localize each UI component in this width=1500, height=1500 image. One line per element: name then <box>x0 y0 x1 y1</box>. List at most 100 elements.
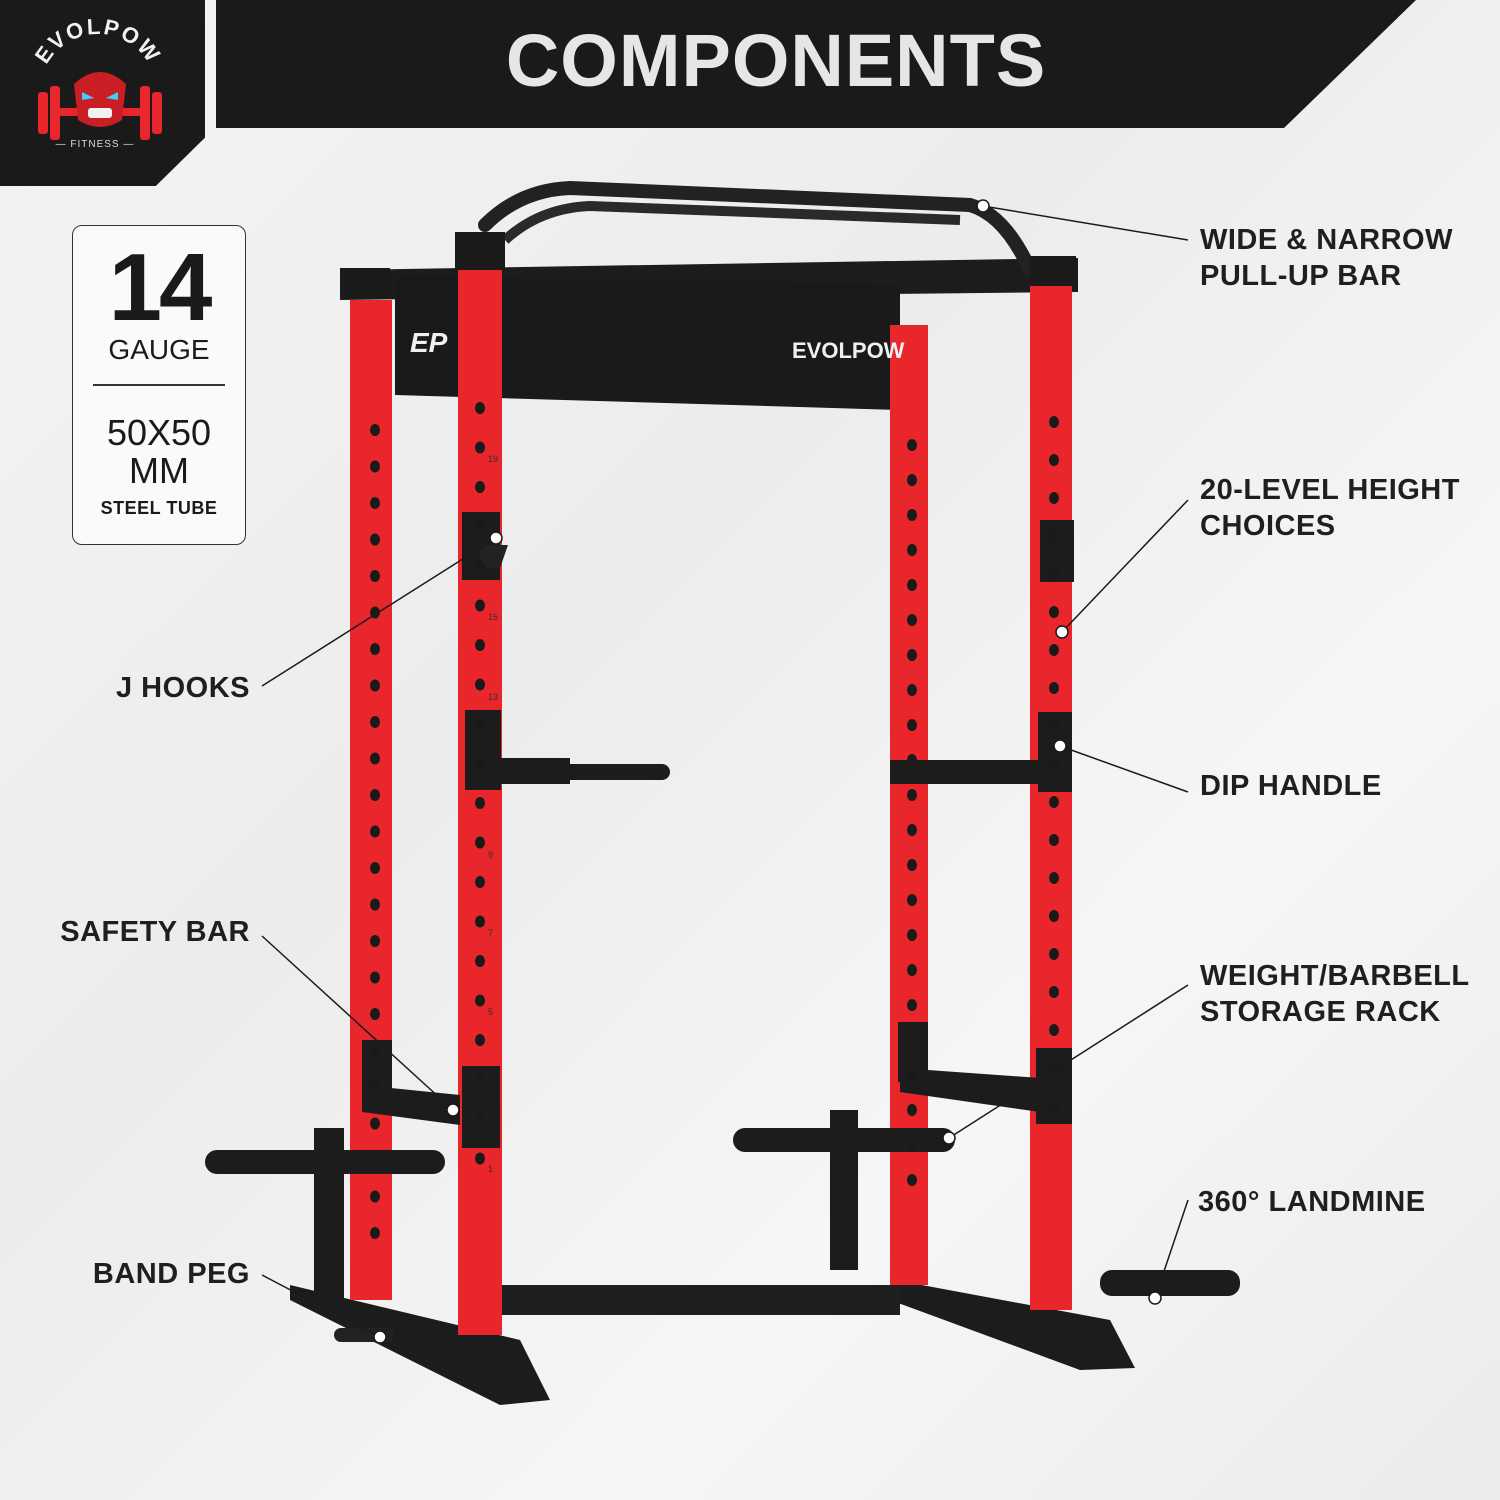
hole-number-label: 7 <box>488 928 493 938</box>
upright-hole <box>1049 758 1059 770</box>
upright-hole <box>1049 416 1059 428</box>
upright-hole <box>1049 796 1059 808</box>
upright-hole <box>1049 644 1059 656</box>
upright-hole <box>475 678 485 691</box>
barbell-plate-icon <box>38 92 48 134</box>
upright-hole <box>370 424 380 436</box>
tube-dimension: 50X50 MM <box>106 412 212 491</box>
spec-card: 14 GAUGE 50X50 MM STEEL TUBE <box>72 225 246 545</box>
upright-hole <box>475 1152 485 1165</box>
page-title: COMPONENTS <box>505 19 1047 102</box>
upright-hole <box>370 862 380 874</box>
upright-hole <box>475 876 485 888</box>
upright-hole <box>370 898 380 911</box>
upright-hole <box>370 825 380 838</box>
callout-dip-handle: DIP HANDLE <box>1200 770 1382 802</box>
upright-hole <box>370 789 380 801</box>
upright-hole <box>907 544 917 556</box>
upright-hole <box>370 935 380 947</box>
upright-hole <box>1049 948 1059 960</box>
upright-hole <box>475 797 485 809</box>
upright-hole <box>475 955 485 967</box>
header-banner <box>216 0 1416 128</box>
upright-hole <box>370 1117 380 1130</box>
upright-hole <box>475 639 485 651</box>
callout-landmine: 360° LANDMINE <box>1198 1186 1426 1218</box>
hole-number-labels: 19 15 13 9 7 5 1 <box>488 454 498 1174</box>
upright-hole <box>907 894 917 906</box>
callout-safety-bar: SAFETY BAR <box>60 916 250 948</box>
upright-hole <box>1049 568 1059 580</box>
upright-hole <box>370 1044 380 1057</box>
upright-hole <box>475 481 485 493</box>
spec-divider <box>93 384 225 386</box>
upright-hole <box>370 679 380 692</box>
upright-hole <box>907 719 917 731</box>
upright-hole <box>370 1190 380 1203</box>
callout-pullup-bar: WIDE & NARROW PULL-UP BAR <box>1200 224 1453 292</box>
upright-hole <box>370 1227 380 1239</box>
callout-j-hooks: J HOOKS <box>115 672 250 704</box>
upright-hole <box>475 757 485 770</box>
upright-hole <box>1049 872 1059 884</box>
upright-hole <box>1049 606 1059 618</box>
upright-hole <box>475 994 485 1007</box>
upright-hole <box>907 439 917 451</box>
upright-hole <box>1049 682 1059 694</box>
upright-hole <box>907 824 917 836</box>
tube-label: STEEL TUBE <box>100 498 218 518</box>
upright-hole <box>907 474 917 486</box>
upright-hole <box>907 754 917 766</box>
upright-hole <box>907 999 917 1011</box>
hole-number-label: 15 <box>488 612 498 622</box>
upright-hole <box>475 441 485 454</box>
callout-anchor-dots <box>373 199 1162 1344</box>
upright-hole <box>1049 1062 1059 1074</box>
upright-hole <box>907 1069 917 1081</box>
upright-hole <box>475 1073 485 1086</box>
upright-hole <box>475 599 485 612</box>
upright-hole <box>370 1154 380 1166</box>
upright-hole <box>907 859 917 871</box>
gauge-number: 14 <box>108 234 213 341</box>
upright-hole <box>370 460 380 473</box>
upright-hole <box>907 614 917 626</box>
upright-hole <box>907 649 917 661</box>
upright-hole <box>370 643 380 655</box>
callout-storage-rack: WEIGHT/BARBELL STORAGE RACK <box>1200 960 1470 1028</box>
upright-hole <box>370 1081 380 1093</box>
upright-hole <box>1049 492 1059 504</box>
brand-tagline: — FITNESS — <box>55 139 135 150</box>
upright-hole <box>1049 530 1059 542</box>
upright-hole <box>907 1139 917 1151</box>
upright-hole <box>370 1008 380 1020</box>
upright-hole <box>1049 910 1059 922</box>
hole-number-label: 9 <box>488 850 493 860</box>
gauge-label: GAUGE <box>108 334 210 365</box>
upright-hole <box>475 718 485 730</box>
upright-hole <box>370 971 380 984</box>
callout-height-choices: 20-LEVEL HEIGHT CHOICES <box>1200 474 1460 542</box>
hole-number-label: 1 <box>488 1164 493 1174</box>
callout-band-peg: BAND PEG <box>92 1258 250 1290</box>
upright-hole <box>475 402 485 414</box>
upright-hole <box>907 509 917 521</box>
upright-hole <box>370 752 380 765</box>
upright-holes <box>370 402 1059 1239</box>
upright-hole <box>907 964 917 976</box>
rear-plate-brand: EVOLPOW <box>792 338 905 363</box>
upright-hole <box>907 929 917 941</box>
upright-hole <box>475 560 485 572</box>
upright-hole <box>370 497 380 509</box>
hole-number-label: 5 <box>488 1007 493 1017</box>
upright-hole <box>475 520 485 533</box>
upright-hole <box>370 716 380 728</box>
upright-hole <box>475 1113 485 1125</box>
upright-hole <box>907 1174 917 1186</box>
hole-number-label: 19 <box>488 454 498 464</box>
upright-hole <box>475 836 485 849</box>
hole-number-label: 13 <box>488 692 498 702</box>
upright-hole <box>1049 1100 1059 1112</box>
upright-hole <box>907 579 917 591</box>
